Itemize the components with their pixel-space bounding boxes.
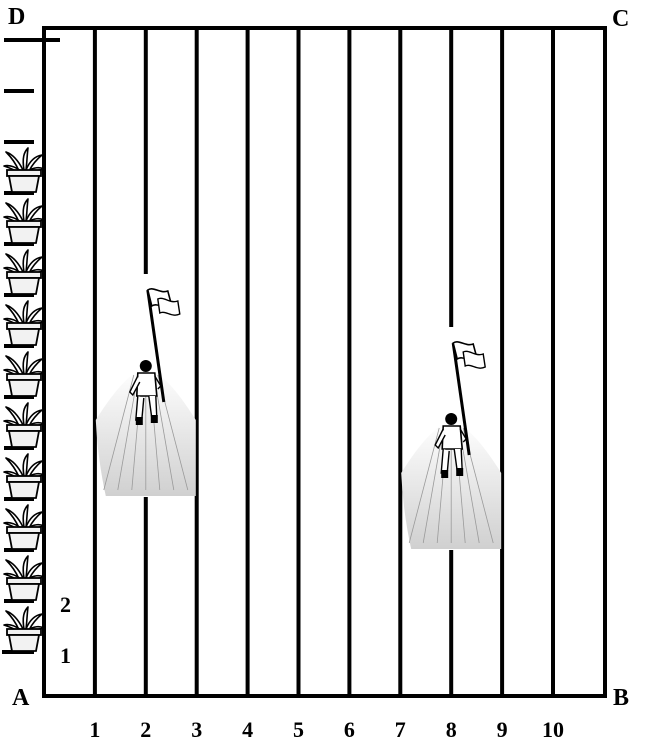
- runner-icon: [128, 360, 162, 425]
- runner-with-flag-line-8: [401, 341, 502, 549]
- side-label-2: 2: [60, 592, 71, 617]
- runner-with-flag-line-2: [95, 288, 196, 496]
- x-label-2: 2: [140, 717, 151, 742]
- x-label-10: 10: [542, 717, 564, 742]
- x-labels: 1 2 3 4 5 6 7 8 9 10: [89, 717, 564, 742]
- plant-pot-icon: [3, 198, 45, 244]
- flag-pole: [146, 289, 166, 403]
- flag-pole: [451, 342, 471, 456]
- plant-pot-icon: [3, 351, 45, 397]
- side-marks: [2, 38, 60, 654]
- x-label-9: 9: [497, 717, 508, 742]
- corner-label-b: B: [613, 685, 629, 711]
- plant-pot-icon: [3, 402, 45, 448]
- plant-pots: [3, 147, 45, 652]
- side-label-1: 1: [60, 643, 71, 668]
- x-label-1: 1: [89, 717, 100, 742]
- plant-pot-icon: [3, 453, 45, 499]
- x-label-4: 4: [242, 717, 253, 742]
- x-label-8: 8: [446, 717, 457, 742]
- x-label-5: 5: [293, 717, 304, 742]
- corner-label-c: C: [612, 6, 629, 32]
- corner-label-d: D: [8, 4, 25, 30]
- runner-icon: [434, 413, 468, 478]
- x-label-3: 3: [191, 717, 202, 742]
- plant-pot-icon: [3, 249, 45, 295]
- plant-pot-icon: [3, 504, 45, 550]
- plant-pot-icon: [3, 147, 45, 193]
- plant-pot-icon: [3, 300, 45, 346]
- vertical-lines: [92, 28, 555, 696]
- x-label-7: 7: [395, 717, 406, 742]
- ground-boundary: [42, 26, 607, 698]
- corner-label-a: A: [12, 685, 30, 711]
- plant-pot-icon: [3, 555, 45, 601]
- runners: [95, 288, 502, 549]
- x-label-6: 6: [344, 717, 355, 742]
- plant-pot-icon: [3, 606, 45, 652]
